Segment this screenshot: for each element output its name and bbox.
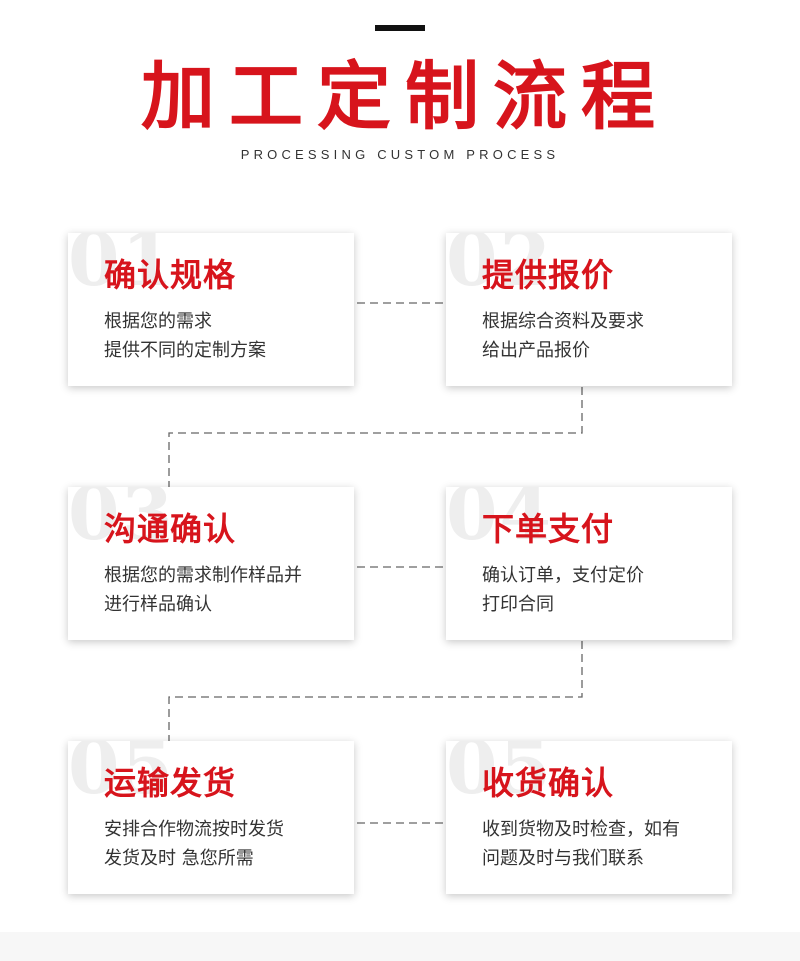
step-description-line: 确认订单，支付定价: [482, 565, 644, 586]
step-description-line: 提供不同的定制方案: [104, 340, 266, 361]
step-number: 05: [446, 741, 553, 811]
step-number: 03: [68, 487, 175, 557]
step-title: 收货确认: [482, 764, 615, 802]
page-title: 加工定制流程: [141, 54, 669, 140]
step-title: 沟通确认: [104, 510, 237, 548]
step-title: 运输发货: [104, 764, 237, 802]
step-card-1: 01 确认规格 根据您的需求 提供不同的定制方案: [68, 233, 354, 386]
step-description-line: 打印合同: [482, 594, 554, 615]
step-number: 05: [68, 741, 175, 811]
step-description-line: 安排合作物流按时发货: [104, 819, 284, 840]
step-title: 下单支付: [482, 510, 615, 548]
step-card-3: 03 沟通确认 根据您的需求制作样品并 进行样品确认: [68, 487, 354, 640]
step-card-2: 02 提供报价 根据综合资料及要求 给出产品报价: [446, 233, 732, 386]
step-description-line: 根据综合资料及要求: [482, 311, 644, 332]
step-description-line: 根据您的需求: [104, 311, 212, 332]
connector-4-5: [168, 641, 583, 741]
bottom-band: [0, 932, 800, 961]
header-accent-bar: [375, 25, 425, 31]
step-description-line: 给出产品报价: [482, 340, 590, 361]
step-description-line: 收到货物及时检查，如有: [482, 819, 680, 840]
step-card-6: 05 收货确认 收到货物及时检查，如有 问题及时与我们联系: [446, 741, 732, 894]
step-number: 04: [446, 487, 553, 557]
page-subtitle: PROCESSING CUSTOM PROCESS: [240, 147, 560, 162]
step-number: 02: [446, 233, 553, 303]
step-description-line: 根据您的需求制作样品并: [104, 565, 302, 586]
step-title: 提供报价: [482, 256, 615, 294]
step-description-line: 进行样品确认: [104, 594, 212, 615]
step-title: 确认规格: [104, 256, 237, 294]
step-number: 01: [68, 233, 175, 303]
step-description-line: 问题及时与我们联系: [482, 848, 644, 869]
step-card-5: 05 运输发货 安排合作物流按时发货 发货及时 急您所需: [68, 741, 354, 894]
step-card-4: 04 下单支付 确认订单，支付定价 打印合同: [446, 487, 732, 640]
step-description-line: 发货及时 急您所需: [104, 848, 254, 869]
connector-2-3: [168, 387, 583, 487]
